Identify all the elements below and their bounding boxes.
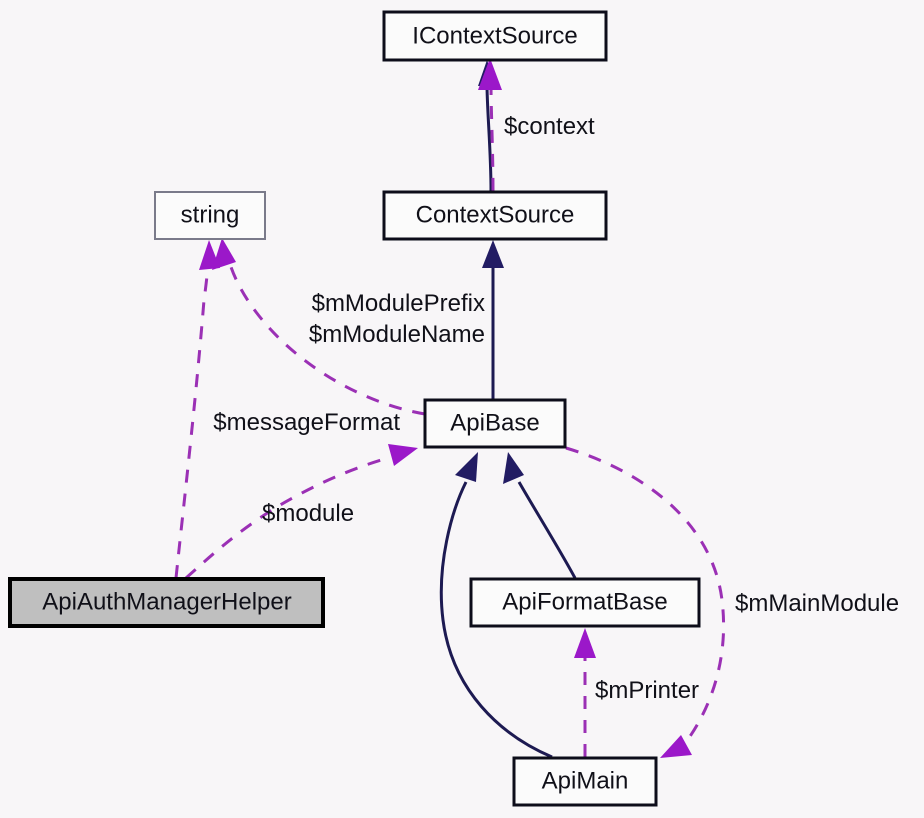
inherit-line (517, 481, 577, 579)
inherit-line (439, 481, 553, 759)
node-box[interactable] (423, 398, 567, 449)
inherit-arrowhead (455, 452, 478, 482)
node-icontextsource[interactable]: IContextSource (382, 10, 608, 62)
inherit-line (485, 83, 493, 192)
edge-label-message-format: $messageFormat (213, 409, 400, 436)
usage-arrowhead (212, 238, 236, 270)
node-contextsource[interactable]: ContextSource (382, 190, 608, 241)
edge-label-module-prefix: $mModulePrefix (312, 290, 485, 317)
node-apiformatbase[interactable]: ApiFormatBase (469, 577, 701, 628)
usage-line (228, 263, 426, 416)
edge-apibase-inherits-contextsource (482, 240, 504, 399)
edge-messageformat-usage: $messageFormat (174, 240, 400, 579)
edge-module-usage: $module (184, 444, 418, 580)
node-box[interactable] (382, 190, 608, 241)
usage-line (489, 85, 495, 192)
node-apibase[interactable]: ApiBase (423, 398, 567, 449)
node-apimain[interactable]: ApiMain (512, 756, 658, 807)
node-apiauthmanagerhelper[interactable]: ApiAuthManagerHelper (8, 577, 325, 628)
edge-label-mprinter: $mPrinter (595, 677, 699, 704)
edge-apimain-inherits-apibase (439, 452, 553, 759)
edge-label-context: $context (504, 113, 595, 140)
edge-label-module-name: $mModuleName (309, 321, 485, 348)
node-box[interactable] (8, 577, 325, 628)
node-box[interactable] (154, 191, 266, 240)
edge-module-names-usage: $mModulePrefix $mModuleName (212, 238, 485, 416)
usage-arrowhead (199, 240, 220, 270)
node-box[interactable] (382, 10, 608, 62)
usage-arrowhead (388, 444, 418, 466)
usage-arrowhead (660, 735, 692, 758)
usage-line (184, 456, 389, 580)
edge-label-module: $module (262, 500, 354, 527)
inherit-arrowhead (503, 452, 524, 484)
usage-arrowhead (574, 628, 596, 658)
node-box[interactable] (469, 577, 701, 628)
edge-context-usage: $context (478, 58, 595, 192)
edge-label-mmainmodule: $mMainModule (735, 590, 899, 617)
node-box[interactable] (512, 756, 658, 807)
inherit-arrowhead (482, 240, 504, 268)
usage-line (565, 446, 726, 743)
usage-line (174, 265, 210, 579)
usage-arrowhead (478, 58, 502, 90)
node-string[interactable]: string (154, 191, 266, 240)
edge-apiformatbase-inherits-apibase (503, 452, 577, 579)
